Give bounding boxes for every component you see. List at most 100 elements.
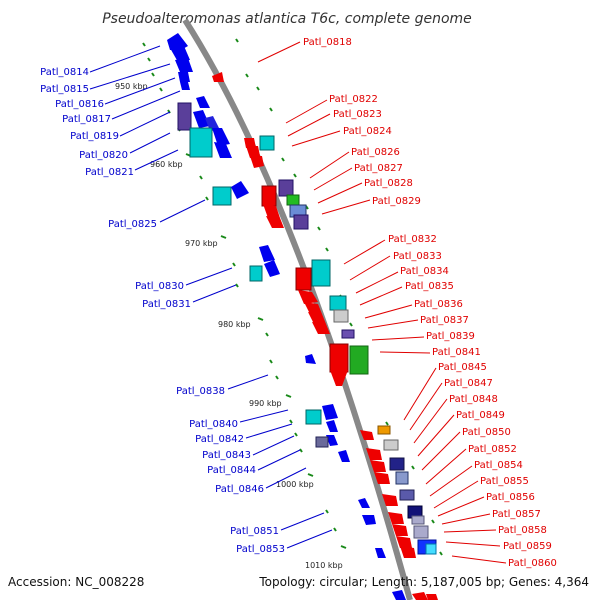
gene-label[interactable]: Patl_0838	[176, 386, 225, 397]
gene-label[interactable]: Patl_0852	[468, 444, 517, 455]
gene-label[interactable]: Patl_0819	[70, 131, 119, 142]
gene-box	[286, 194, 300, 206]
kbp-mark: 970 kbp	[185, 239, 218, 248]
gene-label[interactable]: Patl_0834	[400, 266, 449, 277]
gene-arrow	[396, 536, 412, 548]
gene-arrow	[264, 260, 280, 277]
gene-arrow	[326, 435, 338, 446]
gene-box	[411, 515, 425, 525]
gene-label[interactable]: Patl_0821	[85, 167, 134, 178]
gene-arrow	[370, 460, 386, 472]
gene-arrow	[305, 354, 316, 364]
gene-box	[341, 329, 355, 339]
gene-label[interactable]: Patl_0837	[420, 315, 469, 326]
gene-label[interactable]: Patl_0856	[486, 492, 535, 503]
gene-label[interactable]: Patl_0855	[480, 476, 529, 487]
gene-label[interactable]: Patl_0842	[195, 434, 244, 445]
kbp-mark: 990 kbp	[249, 399, 282, 408]
gene-box	[259, 135, 275, 151]
gene-label[interactable]: Patl_0823	[333, 109, 382, 120]
gene-label[interactable]: Patl_0835	[405, 281, 454, 292]
gene-box	[425, 543, 437, 555]
gene-label[interactable]: Patl_0854	[474, 460, 523, 471]
gene-label[interactable]: Patl_0857	[492, 509, 541, 520]
gene-label[interactable]: Patl_0850	[462, 427, 511, 438]
gene-box	[249, 265, 263, 282]
gene-label[interactable]: Patl_0830	[135, 281, 184, 292]
gene-arrow	[366, 448, 382, 460]
kbp-mark: 960 kbp	[150, 160, 183, 169]
gene-box	[377, 425, 391, 435]
gene-box	[329, 295, 347, 311]
gene-label[interactable]: Patl_0840	[189, 419, 238, 430]
gene-arrow	[312, 322, 330, 334]
gene-label[interactable]: Patl_0859	[503, 541, 552, 552]
gene-label[interactable]: Patl_0836	[414, 299, 463, 310]
gene-label[interactable]: Patl_0860	[508, 558, 557, 569]
gene-label[interactable]: Patl_0822	[329, 94, 378, 105]
gene-box	[311, 259, 331, 287]
gene-label[interactable]: Patl_0847	[444, 378, 493, 389]
gene-arrow	[330, 370, 348, 386]
gene-label[interactable]: Patl_0839	[426, 331, 475, 342]
map-title: Pseudoalteromonas atlantica T6c, complet…	[102, 11, 472, 27]
kbp-mark: 980 kbp	[218, 320, 251, 329]
gene-label[interactable]: Patl_0818	[303, 37, 352, 48]
gene-label[interactable]: Patl_0848	[449, 394, 498, 405]
gene-arrow	[180, 82, 190, 90]
gene-arrow	[412, 592, 428, 600]
gene-arrow	[338, 450, 350, 462]
gene-arrow	[212, 72, 224, 82]
gene-box	[413, 525, 429, 539]
gene-box	[293, 214, 309, 230]
gene-arrow	[231, 181, 249, 199]
gene-box	[315, 436, 329, 448]
gene-arrow	[196, 96, 210, 108]
gene-label[interactable]: Patl_0845	[438, 362, 487, 373]
gene-label[interactable]: Patl_0833	[393, 251, 442, 262]
gene-label[interactable]: Patl_0829	[372, 196, 421, 207]
gene-box	[399, 489, 415, 501]
gene-label[interactable]: Patl_0831	[142, 299, 191, 310]
gene-label[interactable]: Patl_0816	[55, 99, 104, 110]
gene-label[interactable]: Patl_0820	[79, 150, 128, 161]
gene-arrow	[175, 58, 193, 72]
gene-label[interactable]: Patl_0846	[215, 484, 264, 495]
gene-box	[261, 185, 277, 207]
gene-label[interactable]: Patl_0815	[40, 84, 89, 95]
gene-arrow	[205, 116, 220, 131]
gene-label[interactable]: Patl_0853	[236, 544, 285, 555]
right-leaders	[257, 41, 507, 564]
gene-label[interactable]: Patl_0825	[108, 219, 157, 230]
gene-arrow	[212, 128, 230, 146]
gene-label[interactable]: Patl_0832	[388, 234, 437, 245]
kbp-scale: 950 kbp 960 kbp 970 kbp 980 kbp 990 kbp …	[115, 82, 343, 570]
gene-label[interactable]: Patl_0844	[207, 465, 256, 476]
gene-box	[329, 343, 349, 373]
gene-label[interactable]: Patl_0851	[230, 526, 279, 537]
kbp-mark: 950 kbp	[115, 82, 148, 91]
accession-text: Accession: NC_008228	[8, 575, 144, 589]
gene-label[interactable]: Patl_0843	[202, 450, 251, 461]
gene-label[interactable]: Patl_0824	[343, 126, 392, 137]
gene-label[interactable]: Patl_0828	[364, 178, 413, 189]
gene-arrow	[392, 590, 406, 600]
gene-arrow	[400, 546, 416, 558]
gene-label[interactable]: Patl_0841	[432, 347, 481, 358]
gene-box	[389, 457, 405, 471]
gene-arrow	[392, 524, 408, 536]
gene-box	[333, 309, 349, 323]
gene-label[interactable]: Patl_0858	[498, 525, 547, 536]
gene-arrow	[167, 33, 188, 50]
gene-label[interactable]: Patl_0827	[354, 163, 403, 174]
gene-arrow	[308, 312, 326, 324]
gene-label[interactable]: Patl_0814	[40, 67, 89, 78]
gene-label[interactable]: Patl_0849	[456, 410, 505, 421]
gene-label[interactable]: Patl_0826	[351, 147, 400, 158]
gene-arrow	[358, 498, 370, 508]
genome-backbone	[182, 18, 413, 600]
gene-label[interactable]: Patl_0817	[62, 114, 111, 125]
gene-box	[295, 267, 312, 291]
gene-box	[305, 409, 322, 425]
